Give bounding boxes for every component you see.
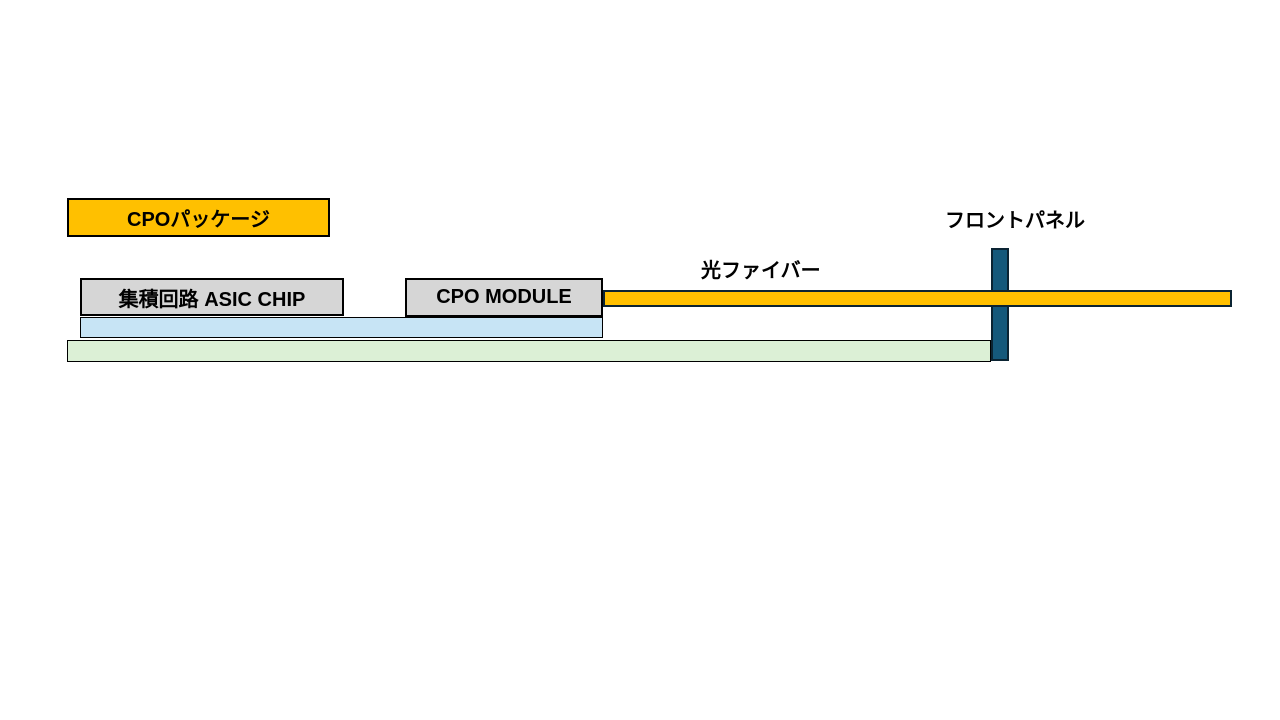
asic-chip-label-text: 集積回路 ASIC CHIP [118, 288, 306, 311]
cpo-package-label-text: CPOパッケージ [127, 209, 270, 231]
cpo-module-box: CPO MODULE [405, 278, 603, 317]
optical-fiber-caption: 光ファイバー [701, 260, 821, 282]
front-panel-caption: フロントパネル [945, 210, 1085, 232]
substrate-bar [80, 317, 603, 338]
cpo-module-label-text: CPO MODULE [436, 286, 572, 308]
cpo-package-label-box: CPOパッケージ [67, 198, 330, 237]
optical-fiber-bar [603, 290, 1232, 307]
asic-chip-box: 集積回路 ASIC CHIP [80, 278, 344, 316]
board-bar [67, 340, 991, 362]
